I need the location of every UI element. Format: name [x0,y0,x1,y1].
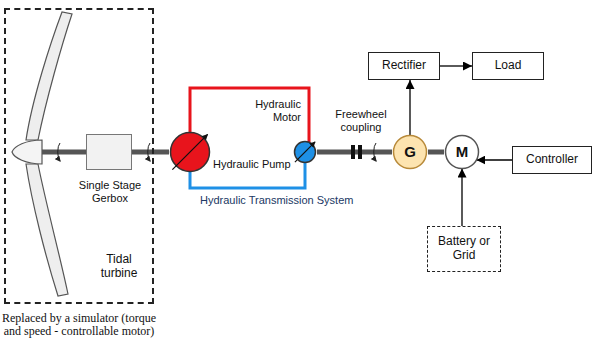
system-label: Hydraulic Transmission System [200,194,353,207]
controller-box: Controller [512,146,592,174]
hydraulic-pump: Hydraulic Pump [169,131,211,173]
motor-label: Hydraulic Motor [249,98,301,123]
battery-box: Battery or Grid [427,226,501,272]
simulator-frame: Tidal turbineReplaced by a simulator (to… [4,8,154,304]
pump-label: Hydraulic Pump [213,158,291,171]
turbine-blade [26,12,72,140]
freewheel-coupling [351,145,355,159]
variable-arrow [295,142,315,162]
connector [132,150,169,155]
box-label: Rectifier [382,59,426,73]
connector [440,65,472,66]
hydraulic-motor-symbol [293,140,317,164]
connector [409,80,410,136]
turbine-hub [12,140,42,164]
gearbox-box: Single Stage Gerbox [86,134,132,170]
box-label: Controller [526,153,578,167]
turbine-label: Tidal turbine [91,253,147,281]
hydraulic-motor: Hydraulic Motor [293,140,317,164]
load-box: Load [472,52,544,80]
generator-circle: G [392,134,428,170]
turbine-blade [26,164,68,296]
rectifier-box: Rectifier [368,52,440,80]
symbol-circle [295,142,316,163]
generator-letter: G [392,134,428,170]
rotation-arrow [148,143,150,161]
variable-arrow [172,134,207,169]
symbol-circle [171,133,210,172]
rotation-arrow [58,143,60,161]
hydraulic-pump-symbol [169,131,211,173]
gearbox-label: Single Stage Gerbox [65,179,155,204]
connector [461,169,462,227]
box-label: Battery or Grid [436,235,492,263]
motor-circle: M [444,134,480,170]
turbine-shaft [42,150,86,155]
box-label: Load [495,59,522,73]
motor-letter: M [444,134,480,170]
freewheel-coupling [358,145,362,159]
connector [476,159,512,160]
coupling-label: Freewheel coupling [330,108,392,133]
connector [190,88,309,142]
connector [428,150,444,155]
rotation-arrow [374,143,376,161]
frame-caption: Replaced by a simulator (torque and spee… [2,312,156,338]
